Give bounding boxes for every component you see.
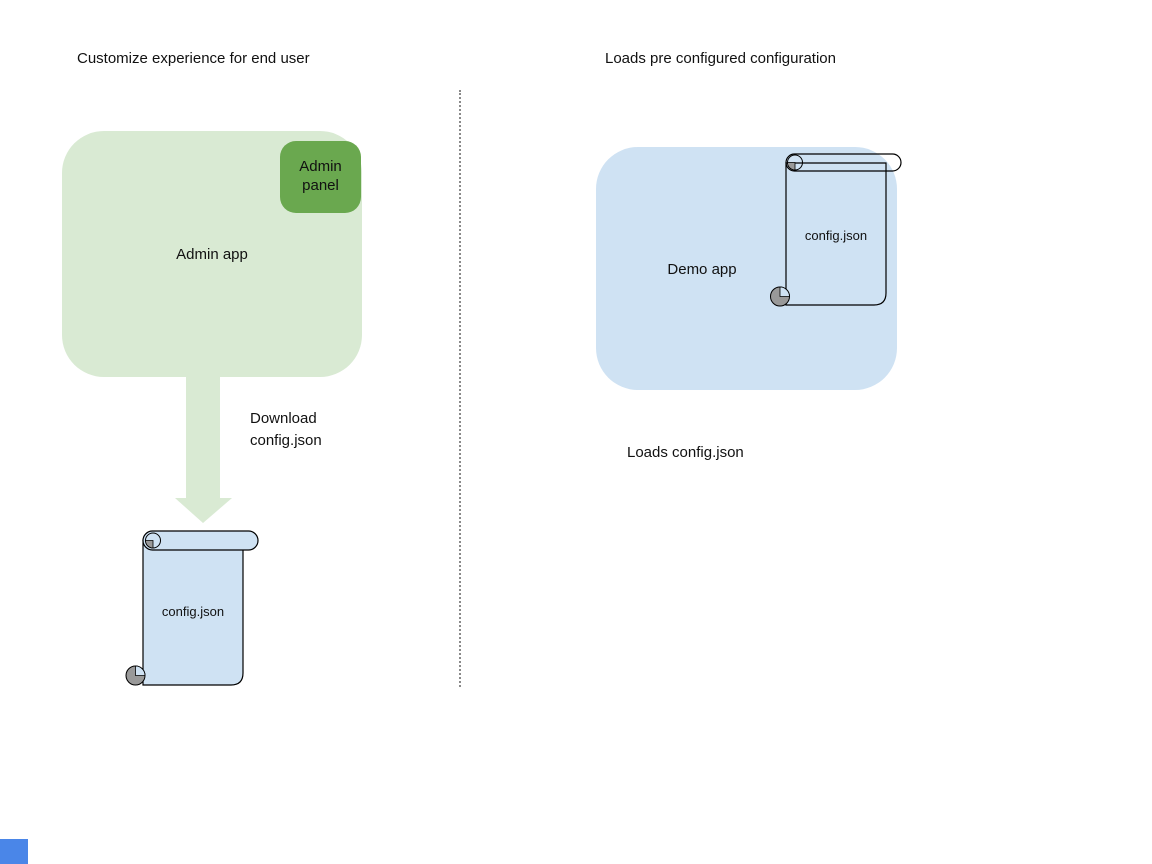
config-json-scroll-icon — [125, 530, 259, 686]
download-arrow-icon — [175, 377, 232, 523]
loads-config-caption: Loads config.json — [627, 444, 744, 461]
scroll-top-curl-notch — [787, 162, 796, 171]
config-json-label: config.json — [804, 228, 868, 243]
demo-app-label: Demo app — [667, 261, 737, 278]
download-config-label: Download config.json — [250, 410, 322, 449]
scroll-bottom-curl-notch — [135, 665, 146, 676]
scroll-top-roll — [142, 530, 259, 551]
demo-app-box — [596, 147, 897, 390]
download-arrow-shape — [175, 377, 232, 523]
section-divider — [459, 90, 461, 687]
scroll-top-roll — [785, 153, 902, 172]
scroll-body — [785, 162, 887, 306]
admin-panel-label: Admin panel — [299, 158, 342, 194]
right-section-title: Loads pre configured configuration — [605, 50, 836, 67]
stray-blue-shape — [0, 839, 28, 864]
admin-app-label: Admin app — [176, 246, 248, 263]
config-json-label: config.json — [161, 604, 225, 619]
config-json-scroll-icon — [770, 153, 902, 307]
scroll-bottom-curl-notch — [779, 286, 790, 297]
scroll-body — [142, 539, 244, 686]
left-section-title: Customize experience for end user — [77, 50, 310, 67]
scroll-top-curl-notch — [145, 540, 154, 549]
admin-panel-box: Admin panel — [280, 141, 361, 213]
